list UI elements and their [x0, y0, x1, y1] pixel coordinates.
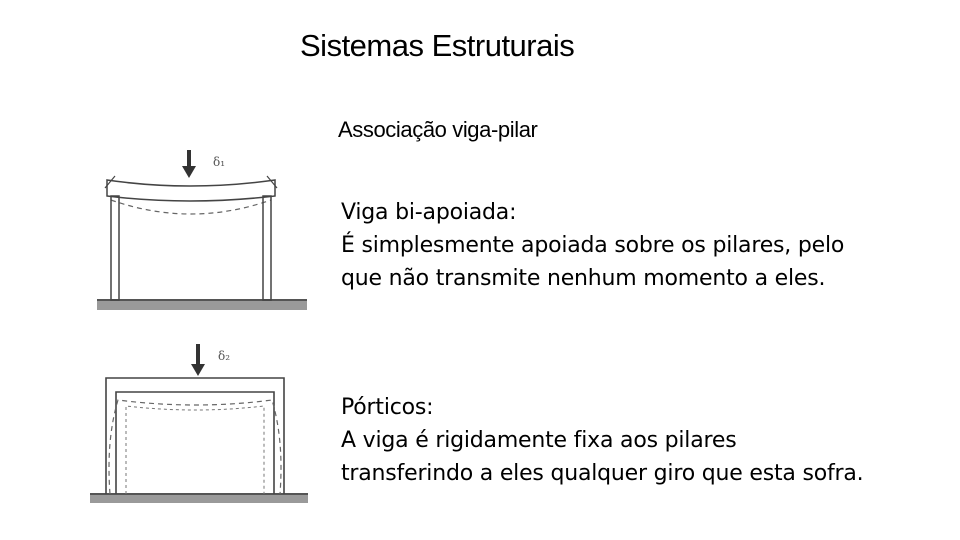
- section2-line2: transferindo a eles qualquer giro que es…: [341, 461, 864, 486]
- left-column: [110, 195, 120, 301]
- slide-title: Sistemas Estruturais: [300, 28, 575, 63]
- section1-text: Viga bi-apoiada: É simplesmente apoiada …: [341, 196, 844, 295]
- load-arrow-head: [182, 166, 196, 178]
- section2-heading: Pórticos:: [341, 395, 434, 420]
- simply-supported-beam-figure: δ₁: [95, 148, 310, 316]
- right-column: [262, 195, 272, 301]
- section1-heading: Viga bi-apoiada:: [341, 200, 517, 225]
- section2-text: Pórticos: A viga é rigidamente fixa aos …: [341, 391, 864, 490]
- portal-frame-drawing: δ₂: [90, 344, 308, 503]
- portal-frame-figure: δ₂: [88, 340, 310, 510]
- frame-outer: [105, 377, 285, 494]
- simply-supported-beam-drawing: δ₁: [97, 150, 307, 310]
- section1-line1: É simplesmente apoiada sobre os pilares,…: [341, 233, 845, 258]
- beam: [106, 179, 276, 202]
- frame-inner: [115, 391, 275, 494]
- section2-line1: A viga é rigidamente fixa aos pilares: [341, 428, 737, 453]
- slide-subtitle: Associação viga-pilar: [338, 117, 538, 142]
- load-label: δ₁: [213, 155, 225, 169]
- load-arrow-head: [191, 364, 205, 376]
- deflected-beam: [110, 199, 272, 215]
- ground-hatch: [97, 300, 307, 310]
- section1-line2: que não transmite nenhum momento a eles.: [341, 266, 826, 291]
- load-label: δ₂: [218, 349, 230, 363]
- ground-hatch: [90, 494, 308, 503]
- deflected-frame: [108, 399, 282, 495]
